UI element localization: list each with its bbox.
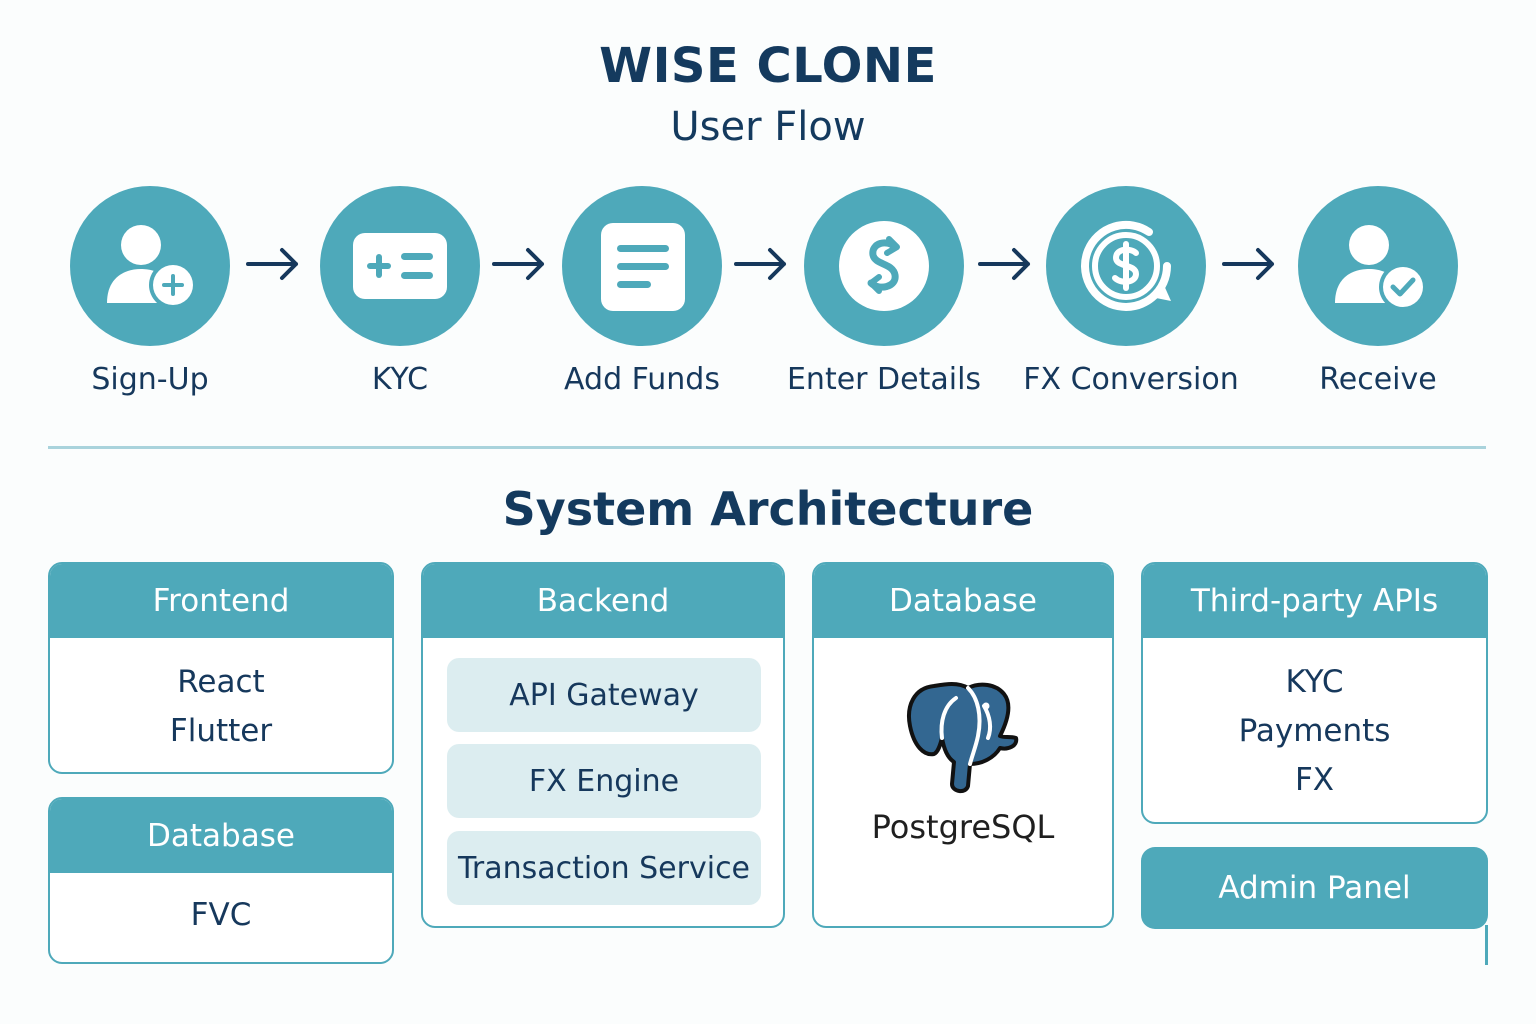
document-icon [601,223,685,311]
third-party-body: KYC Payments FX [1143,638,1486,805]
frontend-header: Frontend [50,564,392,638]
admin-panel-box: Admin Panel [1141,847,1488,929]
right-arrow-icon [246,248,298,280]
service-fx-engine: FX Engine [447,744,761,818]
third-party-apis-box: Third-party APIs KYC Payments FX [1141,562,1488,824]
third-party-item: KYC [1285,664,1344,700]
step-fx-conversion [1046,186,1206,346]
step-enter-details [804,186,964,346]
step-label-add-funds: Add Funds [564,362,720,397]
page-subtitle: User Flow [670,104,866,150]
database-left-item: FVC [190,897,252,933]
dollar-refresh-icon [1081,220,1171,311]
id-card-icon [353,233,447,299]
step-label-enter-details: Enter Details [786,362,982,397]
step-label-fx-conversion: FX Conversion [1023,362,1239,397]
page-title: WISE CLONE [599,38,937,94]
step-kyc [320,186,480,346]
step-add-funds [562,186,722,346]
step-sign-up [70,186,230,346]
service-transaction: Transaction Service [447,831,761,905]
postgresql-elephant-icon [907,682,1019,793]
right-arrow-icon [492,248,544,280]
third-party-header: Third-party APIs [1143,564,1486,638]
frontend-box: Frontend React Flutter [48,562,394,774]
backend-header: Backend [423,564,783,638]
frontend-item: React [177,664,265,700]
dollar-swap-icon [839,221,929,311]
database-header: Database [814,564,1112,638]
architecture-title: System Architecture [502,482,1034,536]
postgresql-label: PostgreSQL [871,808,1055,846]
frontend-item: Flutter [169,713,273,749]
step-label-kyc: KYC [371,362,429,397]
third-party-item: FX [1294,762,1335,798]
user-plus-icon [107,225,197,309]
right-arrow-icon [1222,248,1274,280]
database-left-body: FVC [50,873,392,940]
admin-panel-connector [1485,925,1488,965]
backend-box: Backend API Gateway FX Engine Transactio… [421,562,785,928]
database-left-box: Database FVC [48,797,394,964]
step-label-sign-up: Sign-Up [91,362,209,397]
right-arrow-icon [734,248,786,280]
step-label-receive: Receive [1319,362,1437,397]
step-receive [1298,186,1458,346]
right-arrow-icon [978,248,1030,280]
third-party-item: Payments [1238,713,1391,749]
frontend-body: React Flutter [50,638,392,756]
user-check-icon [1335,225,1427,311]
service-api-gateway: API Gateway [447,658,761,732]
database-box: Database PostgreSQL [812,562,1114,928]
section-divider [48,446,1486,449]
database-left-header: Database [50,799,392,873]
